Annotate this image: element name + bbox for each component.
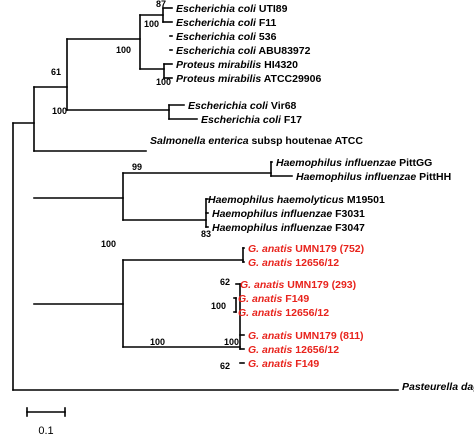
leaf-label: G. anatis F149 xyxy=(238,293,309,305)
leaf-species: Haemophilus influenzae xyxy=(276,157,396,169)
leaf-label: Haemophilus influenzae PittGG xyxy=(276,157,432,169)
scale-bar-label: 0.1 xyxy=(38,425,53,437)
bootstrap-b_haem_f: 83 xyxy=(201,229,211,239)
leaf-strain: F149 xyxy=(282,293,309,305)
bootstrap-b_gan_top: 100 xyxy=(101,239,116,249)
leaf-label: Escherichia coli UTI89 xyxy=(176,3,288,15)
leaf-species: G. anatis xyxy=(248,330,293,342)
leaf-label: G. anatis UMN179 (811) xyxy=(248,330,364,342)
leaf-label: Salmonella enterica subsp houtenae ATCC xyxy=(150,135,363,147)
leaf-strain: ATCC29906 xyxy=(261,73,321,85)
bootstrap-b_ecoli_group: 100 xyxy=(116,45,131,55)
leaf-label: Haemophilus influenzae F3047 xyxy=(212,222,365,234)
leaf-strain: F17 xyxy=(281,114,302,126)
leaf-label: Escherichia coli F17 xyxy=(201,114,302,126)
leaf-species: G. anatis xyxy=(238,307,283,319)
bootstrap-b_big_entero: 61 xyxy=(51,67,61,77)
leaf-strain: F3031 xyxy=(332,208,365,220)
leaf-label: G. anatis 12656/12 xyxy=(238,307,329,319)
leaf-species: Haemophilus influenzae xyxy=(212,208,332,220)
leaf-label: G. anatis UMN179 (293) xyxy=(240,279,356,291)
leaf-species: Pasteurella dagmatis xyxy=(402,381,474,393)
bootstrap-b_proteus: 100 xyxy=(156,77,171,87)
leaf-species: Escherichia coli xyxy=(176,45,257,57)
leaf-label: Haemophilus influenzae F3031 xyxy=(212,208,365,220)
leaf-strain: 12656/12 xyxy=(292,344,339,356)
bootstrap-values: 87 100 100 100 61 100 99 83 100 62 100 100 100 62 xyxy=(51,0,239,371)
leaf-species: G. anatis xyxy=(238,293,283,305)
bootstrap-b_gan_bot2: 62 xyxy=(220,361,230,371)
leaf-species: G. anatis xyxy=(240,279,285,291)
leaf-label: G. anatis 12656/12 xyxy=(248,344,339,356)
leaf-species: Proteus mirabilis xyxy=(176,59,261,71)
leaf-strain: HI4320 xyxy=(261,59,298,71)
leaf-strain: F149 xyxy=(292,358,319,370)
tree-branches xyxy=(12,7,399,391)
leaf-label: Proteus mirabilis HI4320 xyxy=(176,59,298,71)
leaf-strain: F11 xyxy=(256,17,277,29)
leaf-species: Proteus mirabilis xyxy=(176,73,261,85)
leaf-label: Escherichia coli ABU83972 xyxy=(176,45,311,57)
leaf-species: Haemophilus influenzae xyxy=(296,171,416,183)
bootstrap-b_gan_mid: 62 xyxy=(220,277,230,287)
leaf-strain: UTI89 xyxy=(256,3,288,15)
leaf-species: Escherichia coli xyxy=(188,100,269,112)
leaf-species: Haemophilus influenzae xyxy=(212,222,332,234)
leaf-strain: F3047 xyxy=(332,222,365,234)
leaf-species: Escherichia coli xyxy=(201,114,282,126)
leaf-species: Escherichia coli xyxy=(176,17,257,29)
leaf-label: Pasteurella dagmatis ATCC43325 xyxy=(402,381,474,393)
scale-bar: 0.1 xyxy=(26,407,66,437)
bootstrap-b_ecoli_uti89: 87 xyxy=(156,0,166,9)
leaf-species: G. anatis xyxy=(248,243,293,255)
bootstrap-b_entero_salm: 100 xyxy=(52,106,67,116)
leaf-species: G. anatis xyxy=(248,358,293,370)
leaf-species: G. anatis xyxy=(248,257,293,269)
leaf-label: G. anatis 12656/12 xyxy=(248,257,339,269)
leaf-label: Haemophilus haemolyticus M19501 xyxy=(208,194,385,206)
bootstrap-b_haem: 99 xyxy=(132,162,142,172)
leaf-strain: subsp houtenae ATCC xyxy=(249,135,364,147)
leaf-strain: UMN179 (752) xyxy=(292,243,364,255)
bootstrap-b_gan_mid2: 100 xyxy=(211,301,226,311)
leaf-strain: 536 xyxy=(256,31,277,43)
leaf-label: Escherichia coli Vir68 xyxy=(188,100,297,112)
leaf-strain: M19501 xyxy=(344,194,385,206)
bootstrap-b_ecoli_f11: 100 xyxy=(144,19,159,29)
leaf-species: Escherichia coli xyxy=(176,31,257,43)
leaf-species: Salmonella enterica xyxy=(150,135,249,147)
leaf-species: Haemophilus haemolyticus xyxy=(208,194,344,206)
leaf-strain: 12656/12 xyxy=(282,307,329,319)
leaf-strain: UMN179 (293) xyxy=(284,279,356,291)
leaf-strain: PittGG xyxy=(396,157,432,169)
leaf-strain: ABU83972 xyxy=(256,45,311,57)
bootstrap-b_gan_a: 100 xyxy=(150,337,165,347)
leaf-species: Escherichia coli xyxy=(176,3,257,15)
leaf-label: Escherichia coli 536 xyxy=(176,31,277,43)
leaf-strain: UMN179 (811) xyxy=(292,330,363,342)
leaf-strain: Vir68 xyxy=(268,100,297,112)
leaf-strain: PittHH xyxy=(416,171,451,183)
bootstrap-b_gan_bot: 100 xyxy=(224,337,239,347)
leaf-label: G. anatis F149 xyxy=(248,358,319,370)
leaf-label: G. anatis UMN179 (752) xyxy=(248,243,364,255)
leaf-label: Escherichia coli F11 xyxy=(176,17,277,29)
leaf-label: Proteus mirabilis ATCC29906 xyxy=(176,73,321,85)
leaf-strain: 12656/12 xyxy=(292,257,339,269)
leaf-label: Haemophilus influenzae PittHH xyxy=(296,171,451,183)
leaf-species: G. anatis xyxy=(248,344,293,356)
